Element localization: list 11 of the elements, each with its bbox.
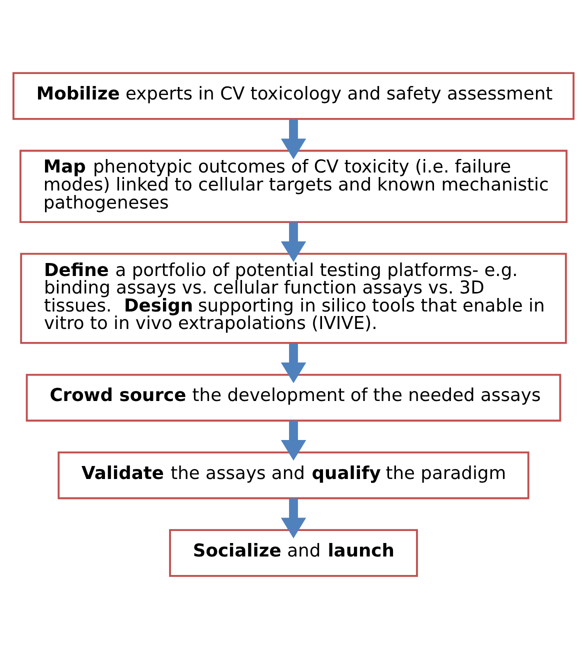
node-box: Socialize and launch xyxy=(169,528,418,576)
node-box: Define a portfolio of potential testing platforms- e.g. binding assays vs. cellular function assays vs. 3D tissues. Design supporting in silico tools that enable in vitro to in vivo extrapolations (IVIVE). xyxy=(20,252,567,344)
node-box: Crowd source the development of the needed assays xyxy=(26,373,562,422)
node-box: Mobilize experts in CV toxicology and safety assessment xyxy=(12,72,574,120)
arrow xyxy=(280,420,306,460)
node-box: Validate the assays and qualify the paradigm xyxy=(58,450,530,499)
arrow xyxy=(280,498,306,538)
arrow xyxy=(280,222,306,262)
arrow xyxy=(280,343,306,383)
arrow xyxy=(280,118,306,159)
node-box: Map phenotypic outcomes of CV toxicity (i.e. failure modes) linked to cellular targets and known mechanistic pathogeneses xyxy=(20,149,568,222)
